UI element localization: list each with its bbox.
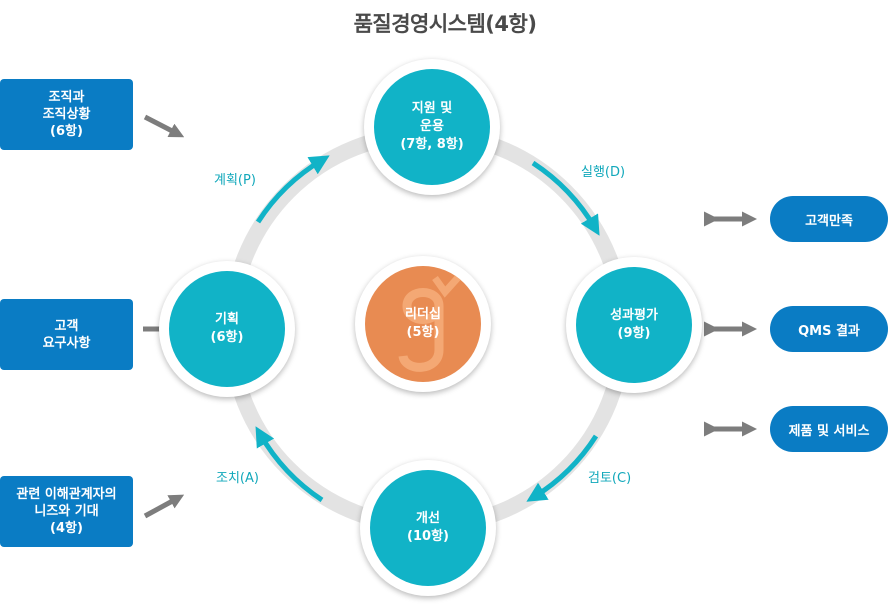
plan-cycle-label: 계획(P): [214, 173, 256, 188]
plan-node: 기획 (6항): [159, 261, 295, 397]
evaluation-node-line1: 성과평가: [610, 308, 658, 323]
stakeholders-input-line3: (4항): [50, 521, 83, 536]
leadership-node-line1: 리더십: [405, 307, 441, 322]
context-input-line1: 조직과: [48, 90, 85, 105]
context-input-line3: (6항): [50, 124, 83, 139]
diagram-title: 품질경영시스템(4항): [353, 12, 537, 36]
improvement-node-circle: 개선 (10항): [370, 470, 486, 586]
context-input-arrow: [143, 114, 185, 138]
qms-results-output-pill: QMS 결과: [770, 306, 888, 352]
evaluation-node: 성과평가 (9항): [566, 257, 702, 393]
stakeholders-input-line1: 관련 이해관계자의: [16, 487, 117, 502]
act-arrow: [255, 426, 324, 503]
context-input-line2: 조직상황: [42, 107, 91, 122]
plan-node-circle: 기획 (6항): [169, 271, 285, 387]
act-cycle-label: 조치(A): [216, 471, 259, 486]
check-arrow: [526, 434, 599, 502]
stakeholders-input-box: 관련 이해관계자의 니즈와 기대 (4항): [0, 476, 133, 547]
leadership-node-circle: 리더십 (5항): [365, 266, 481, 382]
support-node-circle: 지원 및 운용 (7항, 8항): [374, 69, 490, 185]
products-output-pill: 제품 및 서비스: [770, 406, 888, 452]
context-input-box: 조직과 조직상황 (6항): [0, 79, 133, 150]
requirements-input-line2: 요구사항: [42, 335, 91, 351]
improvement-node-line1: 개선: [416, 511, 440, 526]
plan-arrow: [255, 155, 330, 224]
stakeholders-input-line2: 니즈와 기대: [34, 504, 99, 519]
logo-mark-icon: [398, 269, 466, 372]
stakeholders-input-arrow: [143, 494, 185, 519]
do-arrow: [531, 160, 600, 236]
support-node: 지원 및 운용 (7항, 8항): [364, 59, 500, 195]
check-cycle-label: 검토(C): [588, 471, 632, 486]
requirements-input-line1: 고객: [54, 318, 79, 334]
evaluation-node-circle: 성과평가 (9항): [576, 267, 692, 383]
requirements-input-box: 고객 요구사항: [0, 299, 133, 370]
evaluation-node-line2: (9항): [617, 326, 651, 341]
support-node-line1: 지원 및: [411, 101, 453, 116]
plan-node-line2: (6항): [210, 330, 244, 345]
support-node-line2: 운용: [420, 119, 444, 134]
improvement-node-line2: (10항): [407, 529, 449, 544]
improvement-node: 개선 (10항): [360, 460, 496, 596]
plan-node-line1: 기획: [215, 312, 239, 327]
support-node-line3: (7항, 8항): [400, 137, 464, 152]
leadership-node-line2: (5항): [406, 325, 440, 340]
leadership-node: 리더십 (5항): [355, 256, 491, 392]
do-cycle-label: 실행(D): [581, 165, 626, 180]
satisfaction-output-pill: 고객만족: [770, 196, 888, 242]
